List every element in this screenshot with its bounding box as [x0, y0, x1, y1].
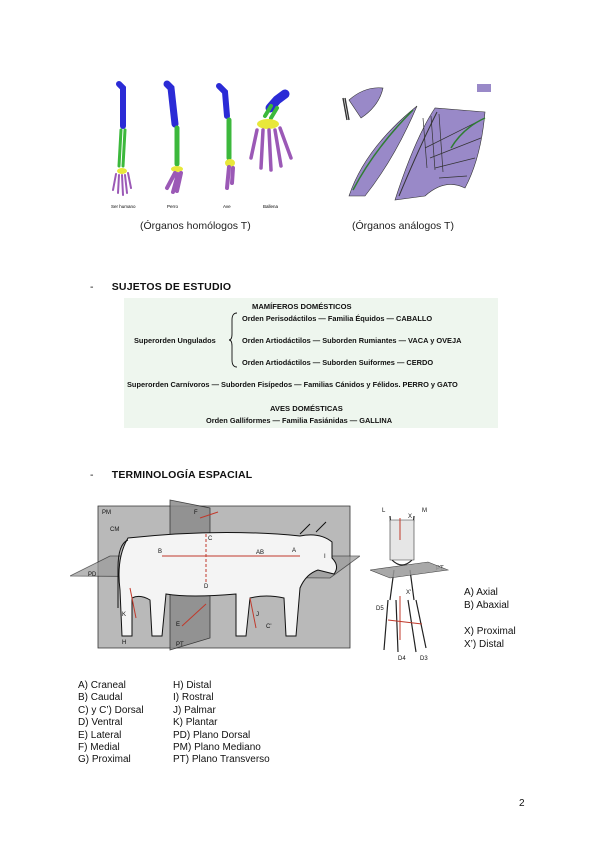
dir-k: K	[122, 612, 126, 618]
legend-item: PM) Plano Mediano	[173, 742, 270, 754]
legend-axial: A) Axial	[464, 586, 516, 599]
taxonomy-box: MAMÍFEROS DOMÉSTICOS Superorden Ungulado…	[124, 298, 498, 428]
whale-flipper	[251, 94, 291, 170]
hand-label-x-prime: X'	[406, 590, 411, 596]
dir-b: B	[158, 549, 162, 555]
bullet-dash: -	[90, 469, 94, 481]
plane-label-cm: CM	[110, 527, 119, 533]
legend-item: F) Medial	[78, 742, 144, 754]
plane-label-pm: PM	[102, 510, 111, 516]
section-title: SUJETOS DE ESTUDIO	[112, 281, 232, 293]
legend-item: E) Lateral	[78, 730, 144, 742]
plane-label-pd: PD	[88, 572, 97, 578]
dir-d: D	[204, 584, 209, 590]
order-galliformes: Orden Galliformes — Familia Fasiánidas —…	[206, 416, 392, 425]
hand-label-m: M	[422, 508, 427, 514]
limb-label-human: Ser humano	[111, 204, 136, 209]
hand-label-d4: D4	[398, 656, 406, 662]
legend-left-column: A) Craneal B) Caudal C) y C’) Dorsal D) …	[78, 680, 144, 767]
dir-ab: AB	[256, 550, 264, 556]
legend-item: A) Craneal	[78, 680, 144, 692]
section-heading-subjects: - SUJETOS DE ESTUDIO	[90, 281, 231, 293]
axial-legend: A) Axial B) Abaxial X) Proximal X’) Dist…	[464, 586, 516, 651]
human-arm	[113, 84, 131, 195]
superorder-ungulates: Superorden Ungulados	[134, 336, 216, 345]
dir-h: H	[122, 640, 126, 646]
section-heading-terminology: - TERMINOLOGÍA ESPACIAL	[90, 469, 252, 481]
legend-item: B) Caudal	[78, 692, 144, 704]
legend-item: G) Proximal	[78, 754, 144, 766]
legend-item: PT) Plano Transverso	[173, 754, 270, 766]
dir-a: A	[292, 548, 296, 554]
order-artio-suiformes: Orden Artiodáctilos — Suborden Suiformes…	[242, 358, 433, 367]
homologous-organs-figure: Ser humano Perro Ave Ballena	[105, 78, 305, 213]
analogous-caption: (Órganos análogos T)	[352, 220, 454, 232]
birds-title: AVES DOMÉSTICAS	[270, 404, 343, 413]
legend-item: C) y C’) Dorsal	[78, 705, 144, 717]
legend-distal: X’) Distal	[464, 638, 516, 651]
hand-label-x: X	[408, 514, 412, 520]
section-title: TERMINOLOGÍA ESPACIAL	[112, 469, 253, 481]
bird-wing	[219, 86, 235, 188]
insect-wing	[343, 88, 383, 120]
dir-c-prime: C'	[266, 624, 271, 630]
limb-label-bird: Ave	[223, 204, 231, 209]
page-number: 2	[519, 798, 525, 809]
legend-abaxial: B) Abaxial	[464, 599, 516, 612]
limb-label-dog: Perro	[167, 204, 179, 209]
cow-planes-figure: PM PD PT CM A B C D E F I AB K J C' H	[70, 498, 360, 658]
hand-label-d5: D5	[376, 606, 384, 612]
dir-j: J	[256, 612, 259, 618]
dir-f: F	[194, 510, 198, 516]
carpal-block	[390, 520, 414, 560]
legend-item: H) Distal	[173, 680, 270, 692]
legend-item: I) Rostral	[173, 692, 270, 704]
order-perisodactyls: Orden Perisodáctilos — Familia Équidos —…	[242, 314, 432, 323]
legend-item: K) Plantar	[173, 717, 270, 729]
wing-legend-swatch	[477, 84, 491, 92]
legend-item: PD) Plano Dorsal	[173, 730, 270, 742]
hand-label-d3: D3	[420, 656, 428, 662]
dog-leg	[167, 84, 183, 192]
legend-item: J) Palmar	[173, 705, 270, 717]
hand-planes-figure: L X M PT X' D5 D4 D3	[370, 500, 460, 665]
legend-proximal: X) Proximal	[464, 625, 516, 638]
limb-label-whale: Ballena	[263, 204, 279, 209]
hand-label-l: L	[382, 508, 386, 514]
plane-label-pt: PT	[176, 642, 184, 648]
analogous-organs-figure	[335, 78, 500, 213]
homologous-caption: (Órganos homólogos T)	[140, 220, 251, 232]
dir-c: C	[208, 536, 213, 542]
brace	[229, 312, 239, 368]
superorder-carnivores: Superorden Carnívoros — Suborden Fisíped…	[127, 380, 458, 389]
mammals-title: MAMÍFEROS DOMÉSTICOS	[252, 302, 352, 311]
legend-right-column: H) Distal I) Rostral J) Palmar K) Planta…	[173, 680, 270, 767]
transverse-plane-hand	[370, 562, 448, 578]
bullet-dash: -	[90, 281, 94, 293]
legend-item: D) Ventral	[78, 717, 144, 729]
dir-e: E	[176, 622, 180, 628]
order-artio-ruminants: Orden Artiodáctilos — Suborden Rumiantes…	[242, 336, 461, 345]
